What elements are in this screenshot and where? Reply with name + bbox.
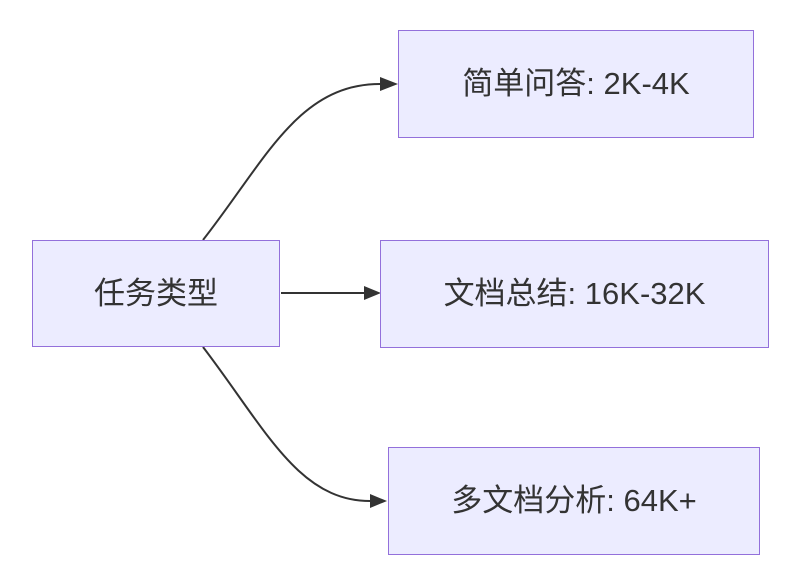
edge-root-to-simple-qa [202,77,398,241]
node-task-type-label: 任务类型 [94,275,218,311]
node-multi-doc: 多文档分析: 64K+ [388,447,760,555]
edge-root-to-doc-summary [281,286,381,300]
edge-line-bottom [202,346,371,502]
node-simple-qa: 简单问答: 2K-4K [398,30,754,138]
arrowhead-middle [364,286,381,300]
arrowhead-top [380,77,398,91]
edge-line-top [202,83,381,241]
node-simple-qa-label: 简单问答: 2K-4K [462,66,690,102]
node-doc-summary: 文档总结: 16K-32K [380,240,769,348]
arrowhead-bottom [370,494,387,508]
edge-root-to-multi-doc [202,346,387,508]
node-doc-summary-label: 文档总结: 16K-32K [443,276,706,312]
node-multi-doc-label: 多文档分析: 64K+ [451,483,697,519]
node-task-type: 任务类型 [32,240,280,347]
